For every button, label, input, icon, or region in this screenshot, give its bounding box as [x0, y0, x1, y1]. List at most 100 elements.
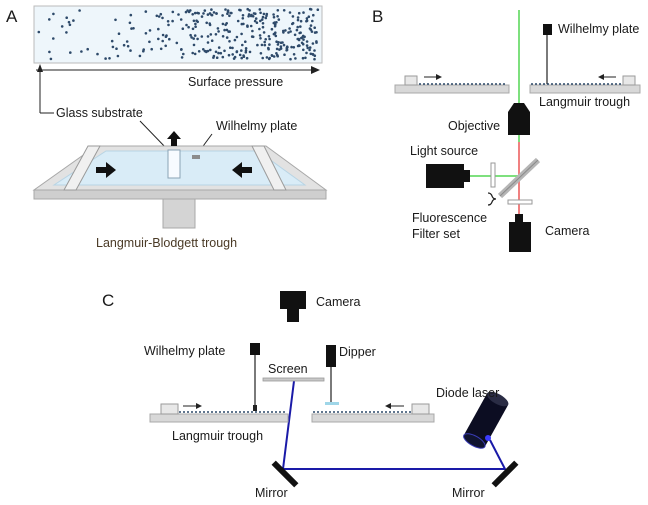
molecule-dot [164, 44, 167, 48]
molecule-dot [329, 411, 331, 413]
molecule-dot [235, 35, 239, 39]
molecule-dot [242, 55, 246, 58]
molecule-dot [258, 8, 262, 11]
molecule-dot [96, 52, 99, 56]
molecule-dot [185, 23, 188, 27]
molecule-dot [179, 18, 183, 21]
molecule-dot [122, 43, 126, 47]
molecule-dot [52, 37, 55, 40]
molecule-dot [193, 52, 197, 56]
molecule-dot [271, 411, 273, 413]
molecule-dot [115, 47, 118, 50]
molecule-dot [259, 37, 262, 40]
objective [508, 103, 530, 135]
molecule-dot [69, 51, 72, 54]
trough-b-right-arrowhead [598, 74, 604, 80]
molecule-dot [226, 12, 229, 15]
molecule-dot [349, 411, 351, 413]
molecule-dot [211, 411, 213, 413]
molecule-dot [166, 20, 170, 23]
molecule-dot [365, 411, 367, 413]
molecule-dot [159, 47, 163, 51]
molecule-dot [571, 83, 573, 85]
molecule-dot [455, 83, 457, 85]
molecule-dot [262, 12, 266, 16]
molecule-dot [161, 33, 165, 37]
molecule-dot [117, 32, 121, 35]
molecule-dot [142, 49, 145, 53]
molecule-dot [253, 19, 257, 23]
molecule-dot [225, 36, 229, 39]
molecule-dot [155, 14, 159, 18]
molecule-dot [487, 83, 489, 85]
molecule-dot [305, 40, 309, 43]
substrate-lift-arrow [167, 131, 181, 146]
lb-right-barrier [251, 145, 287, 191]
molecule-dot [619, 83, 621, 85]
molecule-dot [80, 50, 83, 53]
molecule-dot [292, 53, 296, 56]
molecule-dot [215, 12, 218, 15]
mirror-right-label: Mirror [452, 486, 485, 500]
molecule-dot [233, 38, 237, 42]
molecule-dot [259, 11, 262, 15]
molecule-dot [305, 44, 309, 47]
molecule-dot [305, 19, 309, 23]
panel-c: C Camera Screen Langmuir trough Wilhelmy… [102, 291, 519, 500]
molecule-dot [313, 57, 316, 61]
molecule-dot [208, 23, 212, 27]
molecule-dot [483, 83, 485, 85]
molecule-dot [86, 47, 89, 51]
mirror-left-label: Mirror [255, 486, 288, 500]
molecule-dot [212, 11, 216, 14]
diode-laser-aperture [463, 433, 486, 449]
molecule-dot [144, 10, 148, 13]
molecule-dot [48, 18, 51, 21]
surface-pressure-arrowhead [311, 66, 320, 74]
molecule-dot [308, 7, 312, 11]
molecule-dot [265, 56, 269, 59]
molecule-dot [263, 43, 267, 47]
molecule-dot [297, 11, 301, 15]
monolayer-molecules-c [179, 411, 411, 413]
molecule-dot [435, 83, 437, 85]
filter-set-label: Filter set [412, 227, 460, 241]
molecule-dot [263, 411, 265, 413]
laser-beam-path [281, 380, 507, 470]
molecule-dot [397, 411, 399, 413]
molecule-dot [393, 411, 395, 413]
molecule-dot [302, 11, 305, 14]
molecule-dot [72, 19, 75, 22]
glass-substrate-slide [167, 149, 181, 179]
molecule-dot [256, 43, 259, 47]
molecule-dot [264, 16, 268, 20]
molecule-dot [244, 40, 247, 43]
molecule-dot [225, 28, 229, 32]
molecule-dot [419, 83, 421, 85]
molecule-dot [288, 27, 291, 30]
langmuir-trough-b-right [529, 84, 641, 94]
molecule-dot [254, 17, 258, 20]
molecule-dot [579, 83, 581, 85]
molecule-dot [209, 48, 212, 52]
molecule-dot [263, 40, 267, 44]
molecule-dot [255, 21, 259, 25]
molecule-dot [223, 28, 226, 32]
molecule-dot [296, 16, 300, 19]
molecule-dot [238, 8, 241, 12]
molecule-dot [423, 83, 425, 85]
molecule-dot [275, 47, 279, 51]
molecule-dot [316, 8, 320, 11]
dipper-substrate [325, 402, 339, 405]
mirror-right [491, 460, 519, 488]
molecule-dot [244, 49, 248, 52]
molecule-dot [267, 46, 270, 50]
molecule-dot [277, 41, 280, 44]
molecule-dot [168, 37, 171, 41]
molecule-dot [180, 56, 184, 59]
molecule-dot [221, 35, 225, 38]
langmuir-trough-c-left [149, 413, 289, 423]
molecule-dot [559, 83, 561, 85]
molecule-dot [531, 83, 533, 85]
molecule-dot [282, 9, 286, 12]
